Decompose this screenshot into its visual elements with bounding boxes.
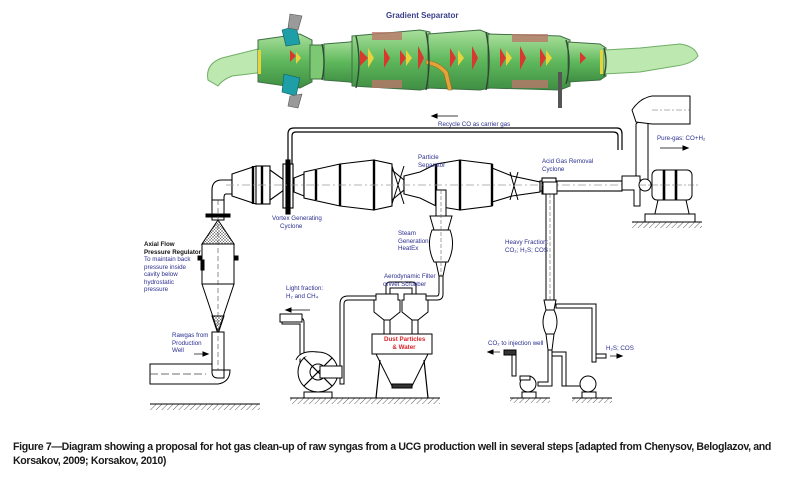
co2-injection-label: CO₂ to injection well — [488, 340, 544, 347]
vortex-cyclone-label: Vortex Generating Cyclone — [272, 215, 322, 230]
axial-flow-regulator — [149, 199, 260, 410]
recycle-co-line — [287, 113, 623, 166]
aerodynamic-filter-label: Aerodynamic Filter — [384, 273, 436, 280]
gradient-separator-title: Gradient Separator — [386, 11, 459, 20]
process-diagram — [149, 13, 702, 410]
acid-gas-removal-label: Acid Gas Removal Cyclone — [542, 158, 594, 173]
light-fraction-label: Light fraction: H₂ and CH₄ — [286, 285, 324, 300]
gradient-separator-render — [207, 13, 699, 109]
recycle-co-label: Recycle CO as carrier gas — [438, 121, 511, 128]
heavy-fraction-label: Heavy Fraction: CO₂; H₂S; COS — [505, 239, 549, 254]
figure-caption: Figure 7—Diagram showing a proposal for … — [13, 441, 772, 467]
heavy-fraction-system — [486, 181, 624, 403]
wet-scrubber-label: orWet Scrubber — [383, 281, 427, 288]
outlet-compressor — [621, 95, 702, 228]
axial-flow-description: To maintain back pressure inside cavity … — [144, 256, 191, 294]
pure-gas-label: Pure-gas: CO+H₂ — [657, 135, 706, 142]
axial-flow-title: Axial Flow Pressure Regulator — [144, 241, 202, 256]
light-fraction-fan — [279, 307, 343, 399]
particle-separator-label: Particle Separator — [418, 154, 446, 169]
steam-generation-label: Steam Generation HeatEx — [398, 230, 429, 253]
h2s-cos-label: H₂S; COS — [606, 345, 634, 352]
main-separator-train — [211, 159, 660, 215]
dust-particles-label: Dust Particles & Water — [384, 336, 426, 351]
wet-scrubber — [290, 281, 440, 404]
rawgas-label: Rawgas from Production Well — [172, 332, 209, 355]
